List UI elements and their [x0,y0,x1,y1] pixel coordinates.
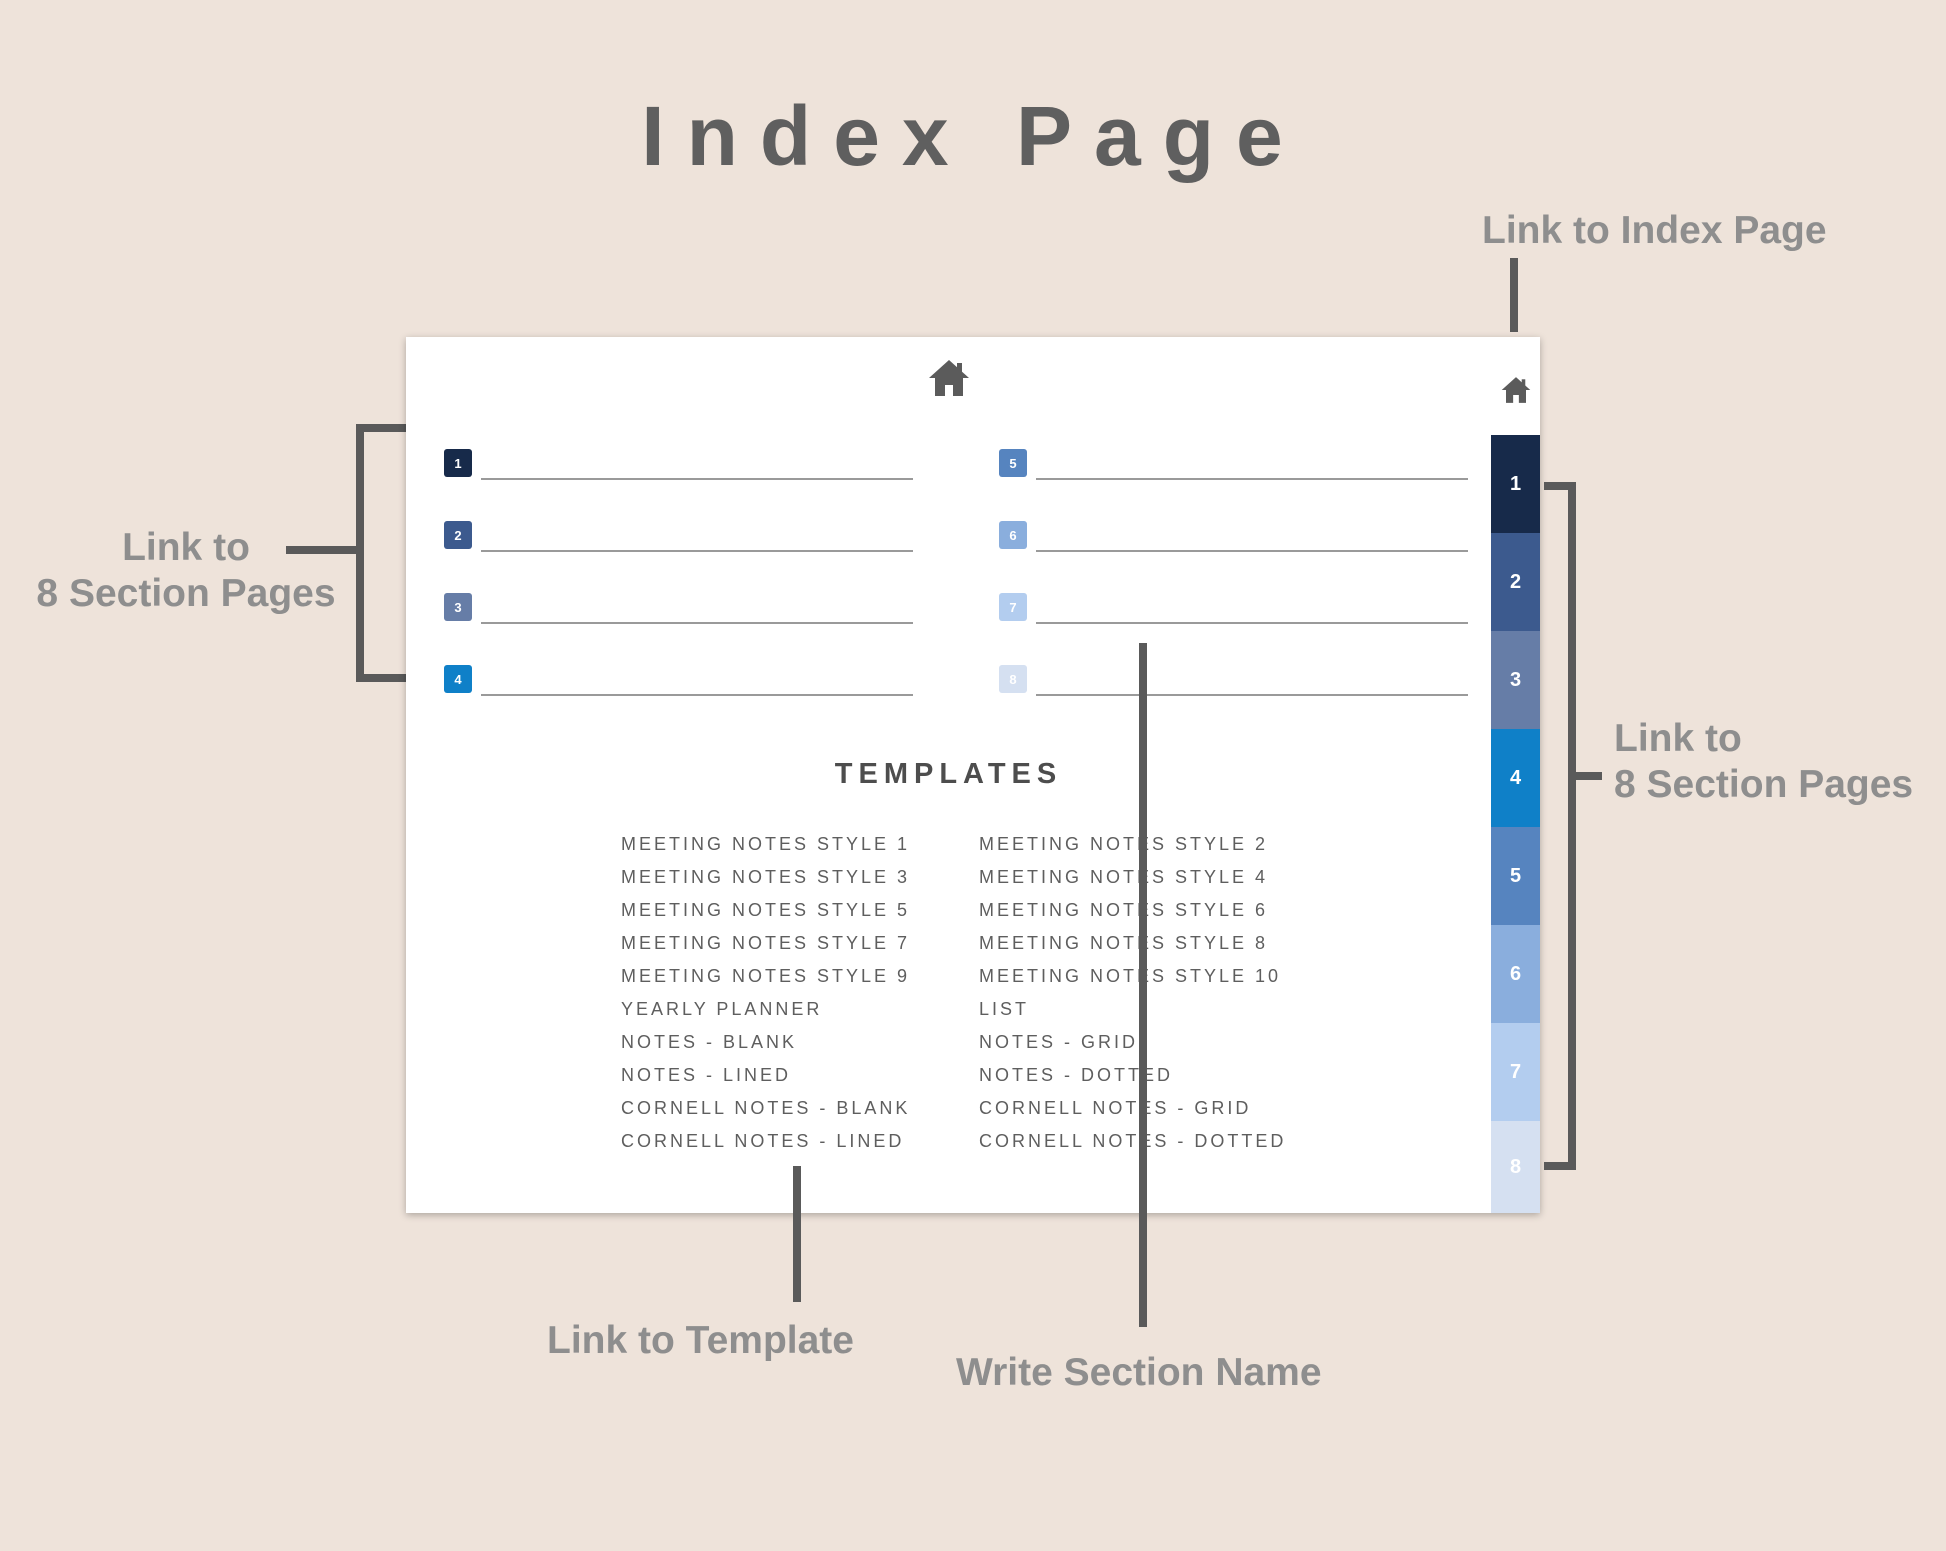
section-name-line-4[interactable] [481,694,913,696]
annotation-sections-right-line2: 8 Section Pages [1614,763,1914,806]
annotation-sections-right: Link to 8 Section Pages [1614,716,1913,808]
template-link[interactable]: MEETING NOTES STYLE 7 [621,933,911,953]
section-badge-3[interactable]: 3 [444,593,472,621]
section-badge-7[interactable]: 7 [999,593,1027,621]
section-row-1[interactable]: 1 [444,449,914,489]
annotation-sections-right-stem [1576,772,1602,780]
template-link[interactable]: CORNELL NOTES - BLANK [621,1098,911,1118]
template-link[interactable]: NOTES - LINED [621,1065,792,1085]
side-home-icon[interactable] [1501,376,1531,404]
section-row-8[interactable]: 8 [999,665,1469,705]
section-name-line-1[interactable] [481,478,913,480]
annotation-sections-left-bracket-bottom [356,674,432,682]
side-tab-6[interactable]: 6 [1491,925,1540,1023]
section-badge-6[interactable]: 6 [999,521,1027,549]
home-icon[interactable] [928,359,970,397]
page-title: Index Page [641,89,1305,183]
template-link[interactable]: MEETING NOTES STYLE 2 [979,834,1269,854]
annotation-sections-left-line1: Link to [122,526,250,569]
templates-list-left: MEETING NOTES STYLE 1 MEETING NOTES STYL… [621,832,910,1162]
section-name-line-6[interactable] [1036,550,1468,552]
section-row-2[interactable]: 2 [444,521,914,561]
template-link[interactable]: NOTES - DOTTED [979,1065,1173,1085]
template-link[interactable]: MEETING NOTES STYLE 6 [979,900,1269,920]
section-name-line-5[interactable] [1036,478,1468,480]
section-badge-1[interactable]: 1 [444,449,472,477]
annotation-sections-right-bracket-top [1544,482,1576,490]
side-tab-8[interactable]: 8 [1491,1121,1540,1213]
section-badge-8[interactable]: 8 [999,665,1027,693]
section-row-4[interactable]: 4 [444,665,914,705]
section-name-line-3[interactable] [481,622,913,624]
templates-heading: TEMPLATES [834,758,1063,790]
template-link[interactable]: MEETING NOTES STYLE 3 [621,867,911,887]
annotation-sections-left: Link to 8 Section Pages [0,525,372,617]
annotation-sections-right-bracket-bottom [1544,1162,1576,1170]
section-badge-2[interactable]: 2 [444,521,472,549]
template-link[interactable]: MEETING NOTES STYLE 4 [979,867,1269,887]
section-row-7[interactable]: 7 [999,593,1469,633]
template-link[interactable]: CORNELL NOTES - GRID [979,1098,1252,1118]
section-row-3[interactable]: 3 [444,593,914,633]
side-tab-1[interactable]: 1 [1491,435,1540,533]
template-link[interactable]: MEETING NOTES STYLE 10 [979,966,1282,986]
section-row-5[interactable]: 5 [999,449,1469,489]
template-link[interactable]: CORNELL NOTES - LINED [621,1131,905,1151]
section-name-line-8[interactable] [1036,694,1468,696]
annotation-sections-left-stem [286,546,360,554]
section-row-6[interactable]: 6 [999,521,1469,561]
templates-list-right: MEETING NOTES STYLE 2 MEETING NOTES STYL… [979,832,1286,1162]
annotation-template-connector [793,1166,801,1302]
annotation-sections-left-bracket-spine [356,424,364,682]
template-link[interactable]: MEETING NOTES STYLE 9 [621,966,911,986]
annotation-index-link: Link to Index Page [1482,209,1827,252]
planner-page: 1 2 3 4 5 6 7 8 1 2 3 4 5 6 7 8 [406,337,1540,1213]
side-tab-2[interactable]: 2 [1491,533,1540,631]
template-link[interactable]: NOTES - BLANK [621,1032,798,1052]
template-link[interactable]: MEETING NOTES STYLE 1 [621,834,911,854]
template-link[interactable]: MEETING NOTES STYLE 5 [621,900,911,920]
annotation-template-link: Link to Template [547,1319,854,1362]
annotation-sections-right-bracket-spine [1568,482,1576,1170]
section-badge-4[interactable]: 4 [444,665,472,693]
template-link[interactable]: CORNELL NOTES - DOTTED [979,1131,1287,1151]
section-name-line-2[interactable] [481,550,913,552]
template-link[interactable]: NOTES - GRID [979,1032,1139,1052]
annotation-sections-right-line1: Link to [1614,717,1742,760]
side-tab-7[interactable]: 7 [1491,1023,1540,1121]
annotation-sections-left-line2: 8 Section Pages [36,572,336,615]
template-link[interactable]: LIST [979,999,1030,1019]
template-link[interactable]: YEARLY PLANNER [621,999,823,1019]
annotation-index-connector [1510,258,1518,332]
side-tab-3[interactable]: 3 [1491,631,1540,729]
annotation-sections-left-bracket-top [356,424,432,432]
side-tab-5[interactable]: 5 [1491,827,1540,925]
section-name-line-7[interactable] [1036,622,1468,624]
annotation-section-name-connector [1139,643,1147,1327]
annotation-section-name: Write Section Name [956,1351,1322,1394]
section-badge-5[interactable]: 5 [999,449,1027,477]
side-tab-4[interactable]: 4 [1491,729,1540,827]
template-link[interactable]: MEETING NOTES STYLE 8 [979,933,1269,953]
